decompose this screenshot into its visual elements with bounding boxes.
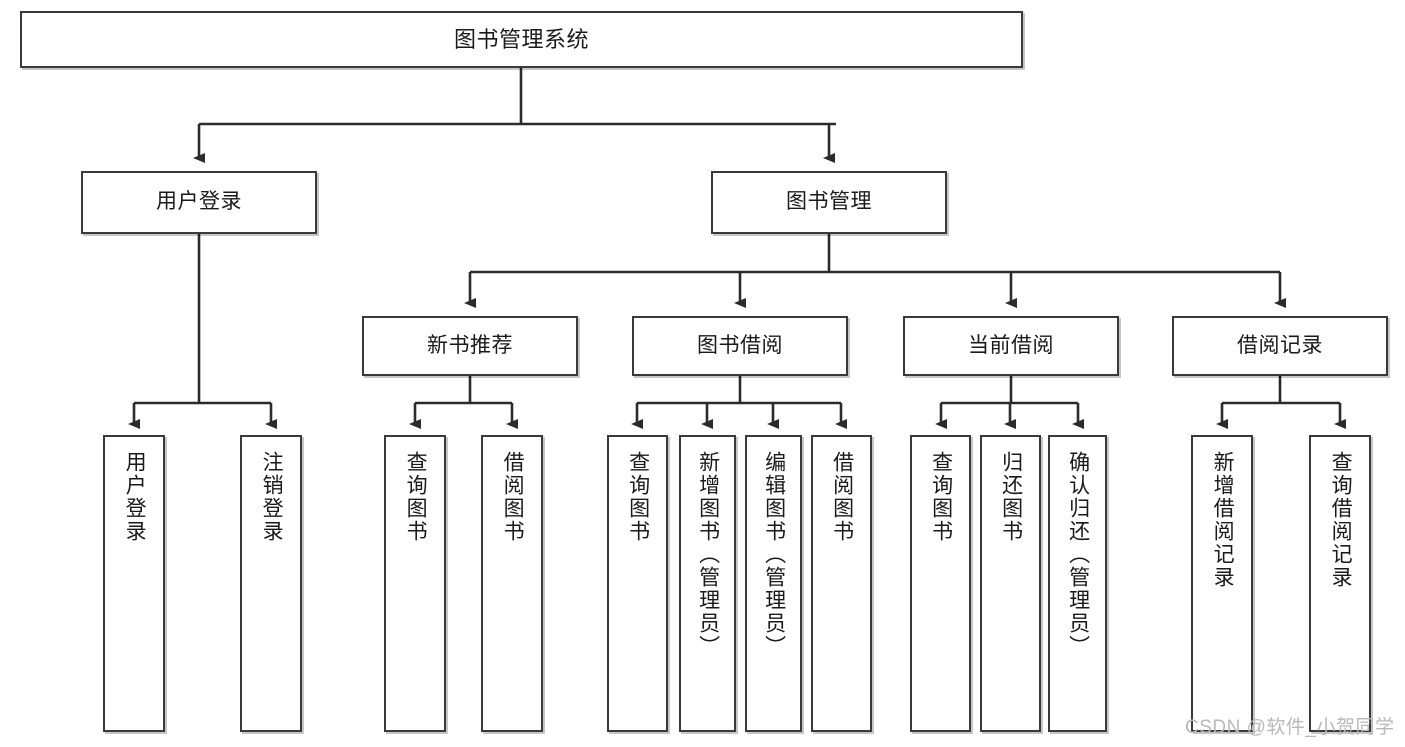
node-current-borrow[interactable]: 当前借阅 <box>903 316 1119 376</box>
node-borrow-record[interactable]: 借阅记录 <box>1172 316 1388 376</box>
leaf-new-book-1[interactable]: 借阅图书 <box>481 435 543 732</box>
leaf-current-borrow-2-label: 确认归还（管理员） <box>1066 451 1090 658</box>
node-borrow-record-label: 借阅记录 <box>1237 333 1323 357</box>
leaf-user-login-1[interactable]: 注销登录 <box>240 435 302 732</box>
leaf-borrow-record-0-label: 新增借阅记录 <box>1211 451 1235 589</box>
leaf-new-book-0-label: 查询图书 <box>404 451 428 543</box>
leaf-book-borrow-0[interactable]: 查询图书 <box>607 435 668 732</box>
node-new-book-recommend-label: 新书推荐 <box>427 333 513 357</box>
node-current-borrow-label: 当前借阅 <box>968 333 1054 357</box>
node-book-manage-label: 图书管理 <box>786 190 872 214</box>
node-new-book-recommend[interactable]: 新书推荐 <box>362 316 578 376</box>
leaf-borrow-record-1-label: 查询借阅记录 <box>1329 451 1353 589</box>
leaf-book-borrow-3[interactable]: 借阅图书 <box>811 435 872 732</box>
node-user-login[interactable]: 用户登录 <box>81 171 317 234</box>
leaf-book-borrow-2[interactable]: 编辑图书（管理员） <box>745 435 802 732</box>
leaf-book-borrow-2-label: 编辑图书（管理员） <box>762 451 786 658</box>
leaf-book-borrow-1-label: 新增图书（管理员） <box>696 451 720 658</box>
leaf-borrow-record-1[interactable]: 查询借阅记录 <box>1309 435 1371 732</box>
csdn-watermark: CSDN @软件_小贺同学 <box>1185 717 1395 738</box>
leaf-current-borrow-2[interactable]: 确认归还（管理员） <box>1048 435 1107 732</box>
node-root-label: 图书管理系统 <box>453 26 589 52</box>
leaf-current-borrow-0-label: 查询图书 <box>929 451 953 543</box>
node-book-borrow[interactable]: 图书借阅 <box>632 316 848 376</box>
leaf-current-borrow-0[interactable]: 查询图书 <box>910 435 971 732</box>
node-root[interactable]: 图书管理系统 <box>20 11 1023 68</box>
leaf-user-login-1-label: 注销登录 <box>260 451 284 543</box>
leaf-new-book-1-label: 借阅图书 <box>501 451 525 543</box>
leaf-book-borrow-3-label: 借阅图书 <box>830 451 854 543</box>
leaf-current-borrow-1-label: 归还图书 <box>999 451 1023 543</box>
node-book-borrow-label: 图书借阅 <box>697 333 783 357</box>
leaf-user-login-0-label: 用户登录 <box>123 451 147 543</box>
node-user-login-label: 用户登录 <box>156 190 242 214</box>
leaf-book-borrow-1[interactable]: 新增图书（管理员） <box>679 435 736 732</box>
leaf-borrow-record-0[interactable]: 新增借阅记录 <box>1191 435 1253 732</box>
leaf-user-login-0[interactable]: 用户登录 <box>103 435 165 732</box>
leaf-new-book-0[interactable]: 查询图书 <box>384 435 446 732</box>
node-book-manage[interactable]: 图书管理 <box>711 171 947 234</box>
leaf-book-borrow-0-label: 查询图书 <box>626 451 650 543</box>
leaf-current-borrow-1[interactable]: 归还图书 <box>980 435 1041 732</box>
